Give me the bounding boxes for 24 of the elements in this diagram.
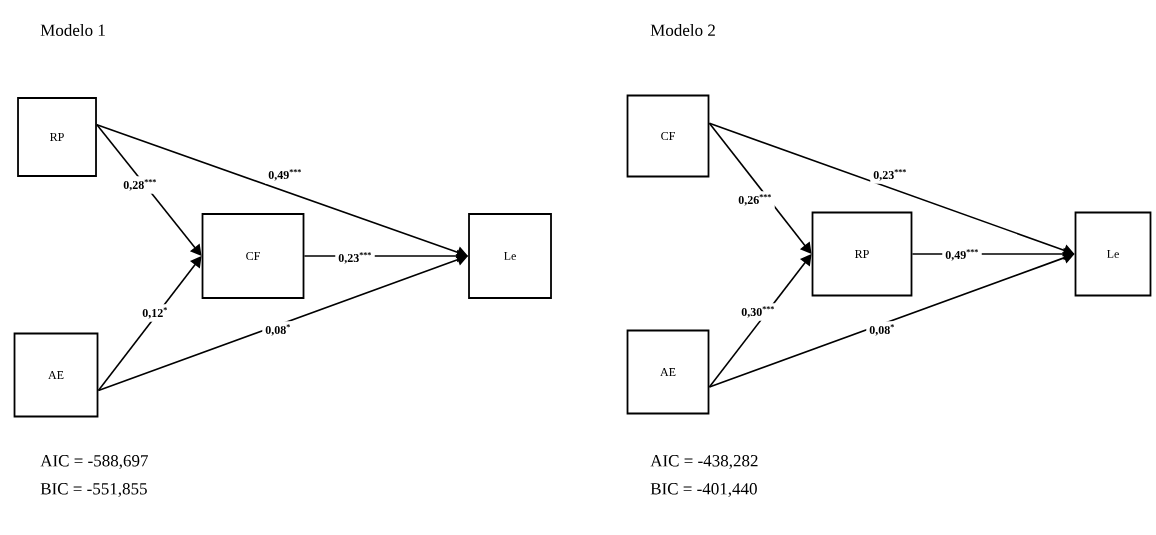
variable-box: RP [811, 211, 913, 297]
edge-label: 0,23$^{***}$ [335, 249, 375, 267]
edge-label: 0,49$^{***}$ [265, 166, 305, 184]
variable-box: CF [626, 94, 710, 178]
edge-label: 0,12$^{*}$ [139, 304, 171, 322]
variable-box: AE [626, 329, 710, 415]
edge-label: 0,23$^{***}$ [870, 166, 910, 184]
fit-statistic: BIC = -401,440 [650, 483, 757, 497]
edge-label: 0,28$^{***}$ [120, 176, 160, 194]
edge-label: 0,08$^{*}$ [866, 321, 898, 339]
arrow [96, 124, 202, 256]
variable-box: RP [17, 97, 97, 177]
edge-label: 0,49$^{***}$ [942, 246, 982, 264]
edge-label: 0,08$^{*}$ [262, 321, 294, 339]
variable-box: CF [201, 213, 305, 299]
fit-statistic: BIC = -551,855 [40, 483, 147, 497]
variable-box: AE [13, 332, 99, 418]
arrow [708, 254, 812, 388]
variable-box: Le [468, 213, 552, 299]
variable-box: Le [1074, 211, 1152, 297]
arrow [708, 122, 812, 254]
edge-label: 0,26$^{***}$ [735, 191, 775, 209]
edge-label: 0,30$^{***}$ [738, 303, 778, 321]
arrow [97, 256, 202, 392]
